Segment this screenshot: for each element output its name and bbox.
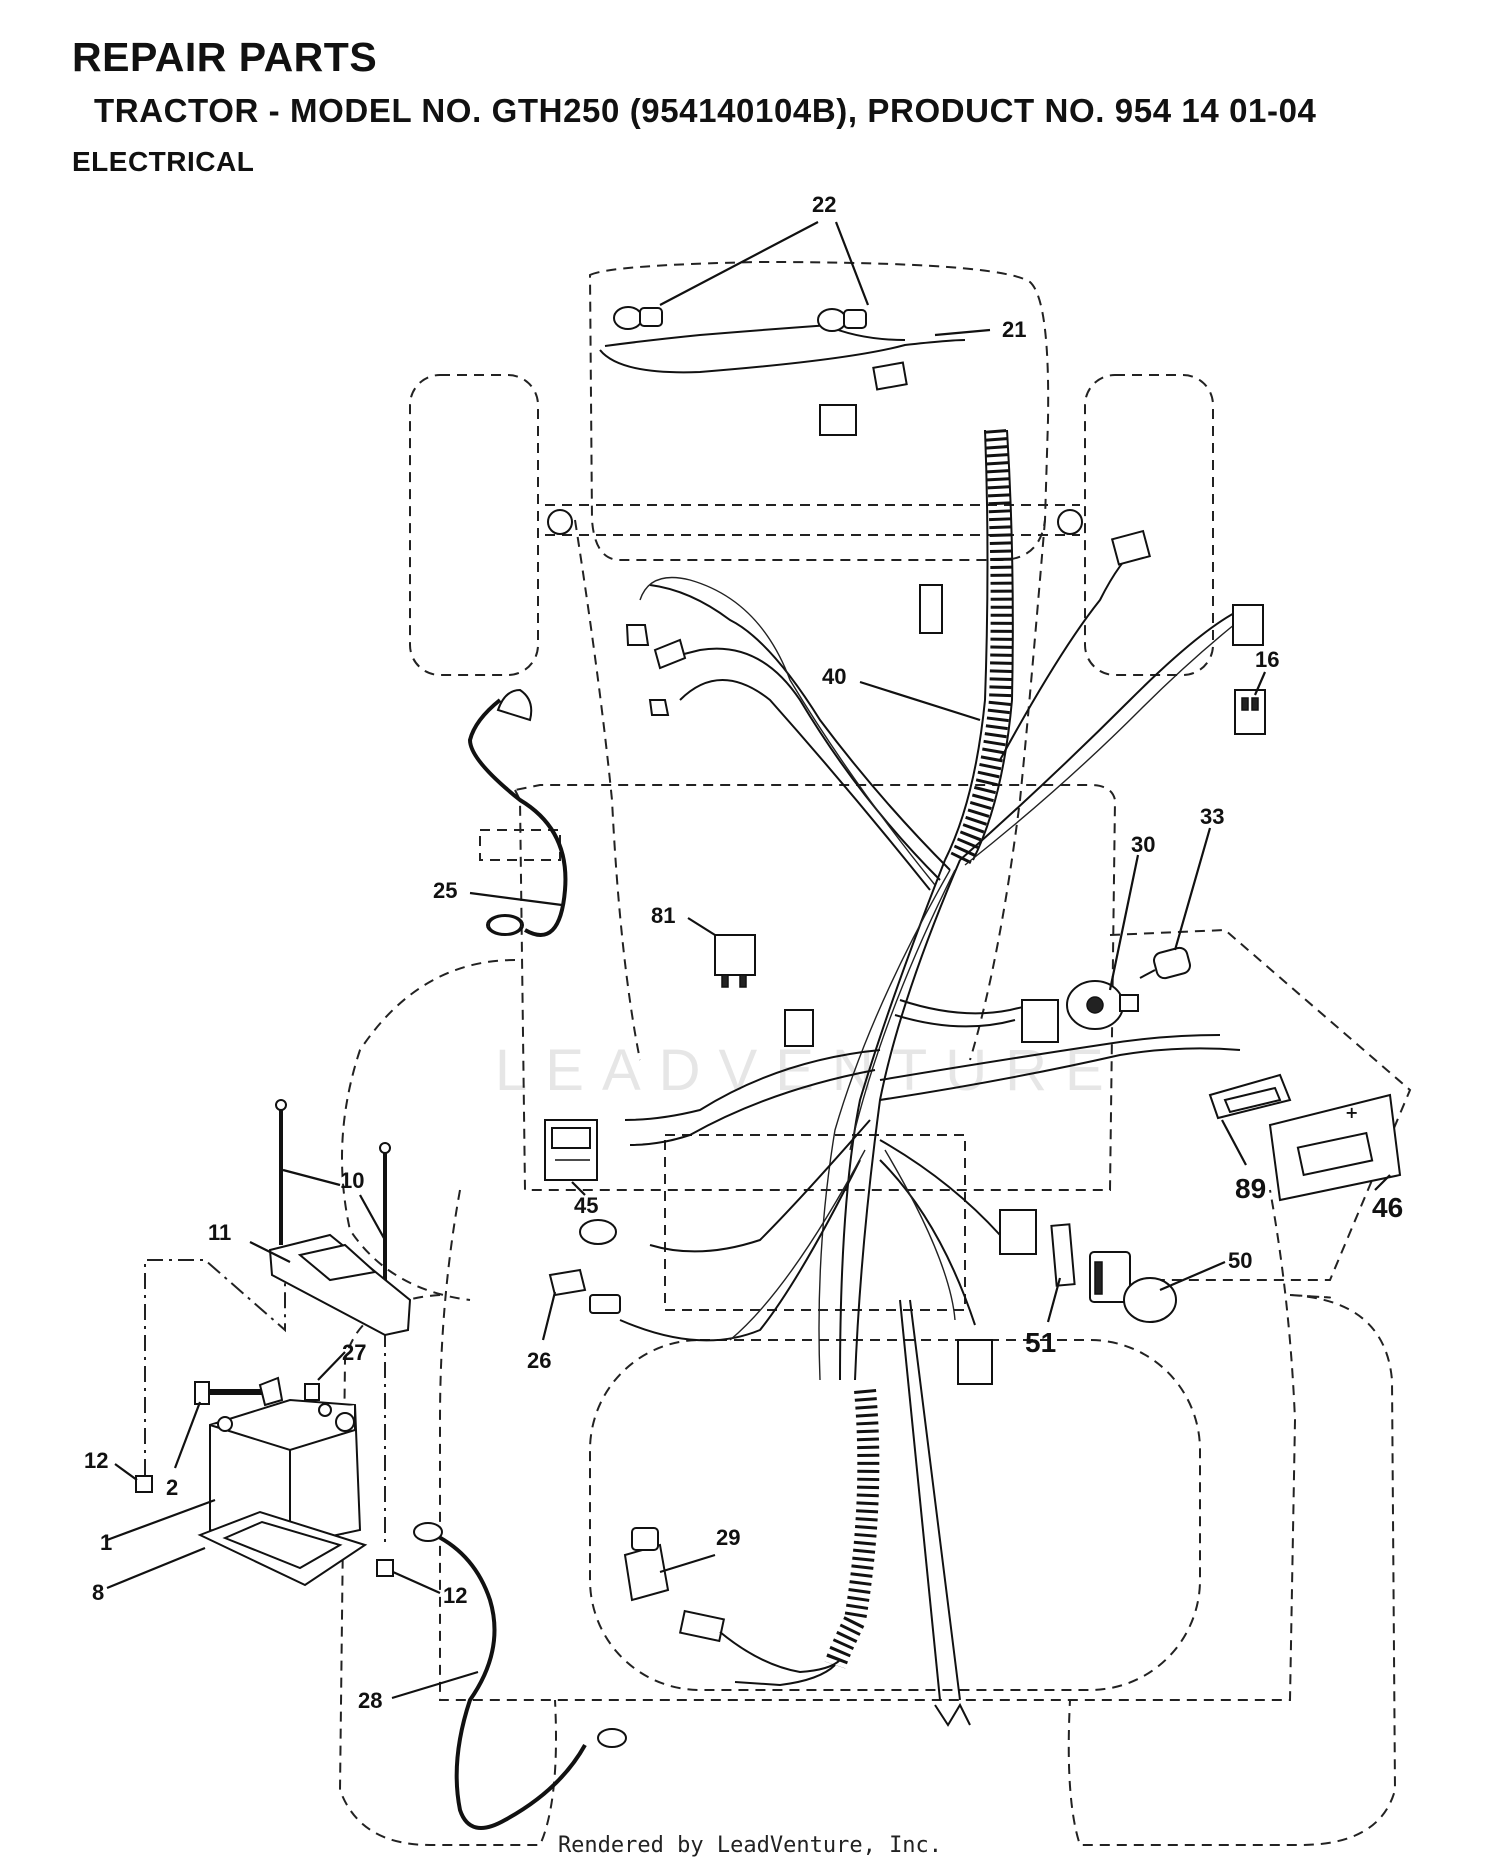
rear-left-wheel — [338, 1294, 557, 1846]
callout-11: 11 — [208, 1220, 231, 1245]
callout-labels: 22 21 40 16 25 81 30 33 45 89 46 50 51 2… — [84, 192, 1403, 1713]
part-12-clip-right — [376, 1559, 394, 1577]
callout-12-left: 12 — [84, 1448, 108, 1473]
callout-27: 27 — [342, 1340, 366, 1365]
hold-down-path — [144, 1250, 286, 1475]
rear-right-wheel — [1067, 1294, 1397, 1846]
leader-lines — [106, 221, 1391, 1700]
part-28-ground-cable — [413, 1522, 627, 1830]
callout-22: 22 — [812, 192, 836, 217]
callout-10: 10 — [340, 1168, 364, 1193]
connector-bottom — [957, 1339, 993, 1385]
front-right-wheel — [1084, 374, 1214, 676]
page-title: REPAIR PARTS — [72, 34, 378, 80]
part-46-battery-gauge: + — [1268, 1093, 1402, 1202]
front-left-wheel — [409, 374, 539, 676]
seat-outline — [589, 1339, 1201, 1691]
part-30-ignition-switch — [1066, 980, 1139, 1030]
battery-assembly — [135, 1099, 412, 1587]
headlight-connector — [872, 361, 908, 391]
callout-89: 89 — [1235, 1173, 1266, 1204]
footer-credit: Rendered by LeadVenture, Inc. — [557, 1833, 943, 1858]
callout-1: 1 — [100, 1530, 112, 1555]
connector-lower-right — [999, 1209, 1037, 1255]
ring-terminal-fender — [488, 915, 522, 935]
part-27-nut — [304, 1383, 320, 1401]
connector-top-mid — [919, 584, 943, 634]
part-12-clip-left — [135, 1475, 153, 1493]
harness-plug-top — [819, 404, 857, 436]
callout-33: 33 — [1200, 804, 1224, 829]
main-wiring-harness — [619, 429, 1241, 1701]
callout-30: 30 — [1131, 832, 1155, 857]
right-console-outline — [1109, 928, 1412, 1281]
terminal-2 — [653, 638, 687, 670]
part-26-fuse-holder — [548, 1268, 621, 1314]
callout-29: 29 — [716, 1525, 740, 1550]
svg-text:+: + — [1345, 1103, 1358, 1122]
dash-panel-outline — [513, 784, 1117, 1191]
part-2-bolt — [194, 1381, 210, 1405]
part-33-key — [1139, 946, 1191, 980]
connector-right — [1232, 604, 1264, 646]
callout-25: 25 — [433, 878, 457, 903]
connector-81-mate — [784, 1009, 814, 1047]
watermark: LEADVENTURE — [495, 1038, 1122, 1103]
headlight-bulb-right — [817, 308, 867, 332]
part-81-relay — [714, 934, 756, 988]
part-51-fuse-label — [1050, 1223, 1076, 1287]
ring-terminal-left — [579, 1219, 617, 1245]
headlight-harness — [599, 306, 966, 436]
part-16-connector — [1234, 689, 1266, 735]
connector-ignition — [1021, 999, 1059, 1043]
part-29-seat-switch — [623, 1527, 841, 1674]
part-89-bezel — [1208, 1073, 1292, 1120]
callout-2: 2 — [166, 1475, 178, 1500]
callout-8: 8 — [92, 1580, 104, 1605]
rear-body-outline — [439, 1189, 1297, 1701]
callout-81: 81 — [651, 903, 675, 928]
callout-26: 26 — [527, 1348, 551, 1373]
terminal-3 — [648, 699, 670, 716]
headlight-bulb-left — [613, 306, 663, 330]
callout-40: 40 — [822, 664, 846, 689]
part-50-pto-switch — [1089, 1251, 1177, 1323]
terminal-pair-bottom — [934, 1702, 971, 1727]
callout-28: 28 — [358, 1688, 382, 1713]
callout-12-right: 12 — [443, 1583, 467, 1608]
callout-46: 46 — [1372, 1192, 1403, 1223]
callout-51: 51 — [1025, 1327, 1056, 1358]
page-subtitle: TRACTOR - MODEL NO. GTH250 (954140104B),… — [94, 92, 1317, 129]
callout-45: 45 — [574, 1193, 598, 1218]
terminal-1 — [625, 624, 650, 646]
left-fender-arc — [341, 959, 516, 1301]
callout-21: 21 — [1002, 317, 1026, 342]
callout-16: 16 — [1255, 647, 1279, 672]
part-45-hour-meter — [544, 1119, 598, 1181]
connector-top-right — [1110, 529, 1152, 566]
section-title: ELECTRICAL — [72, 146, 255, 177]
callout-50: 50 — [1228, 1248, 1252, 1273]
